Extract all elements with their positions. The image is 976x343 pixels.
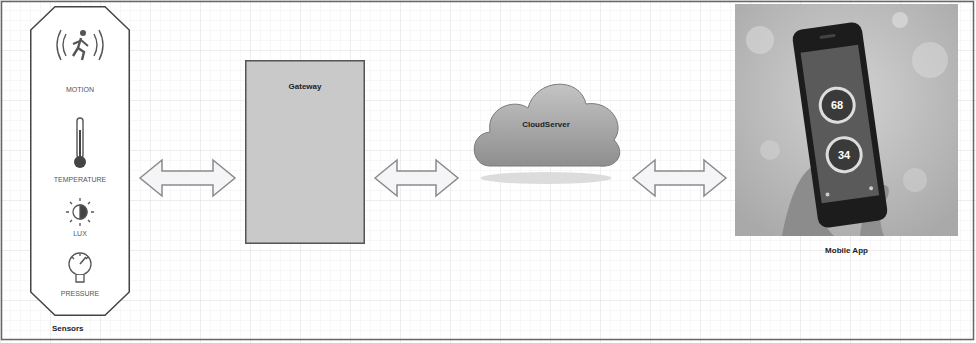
thermometer-icon [74, 118, 86, 168]
gauge-number: 34 [838, 149, 850, 161]
app-picture: Mobile App [735, 4, 958, 266]
cloud-shadow [480, 172, 611, 184]
pressure-gauge-icon [69, 253, 91, 282]
double-arrow [140, 160, 235, 196]
gateway-box: Gateway [245, 60, 365, 244]
sensor-panel: MOTIONTEMPERATURELUXPRESSURESensors [30, 6, 130, 316]
sensor-label: TEMPERATURE [30, 176, 130, 184]
picture-caption: Mobile App [735, 246, 958, 256]
panel-outline [31, 7, 130, 316]
motion-icon [57, 30, 103, 60]
lux-icon [66, 198, 94, 226]
box-outline [246, 61, 365, 244]
sensor-label: MOTION [30, 86, 130, 94]
node-outline [30, 6, 130, 316]
mobile-app-photo [735, 4, 958, 236]
panel-caption: Sensors [52, 324, 84, 334]
double-arrow [375, 160, 458, 196]
cloud-label: CloudServer [468, 120, 624, 130]
sensor-label: LUX [30, 230, 130, 238]
sensor-label: PRESSURE [30, 290, 130, 298]
box-label: Gateway [245, 82, 365, 92]
gauge-number: 68 [831, 99, 843, 111]
sensor-panel-ground [30, 6, 130, 316]
double-arrow [633, 160, 726, 196]
cloud-shape: CloudServer [468, 62, 624, 190]
